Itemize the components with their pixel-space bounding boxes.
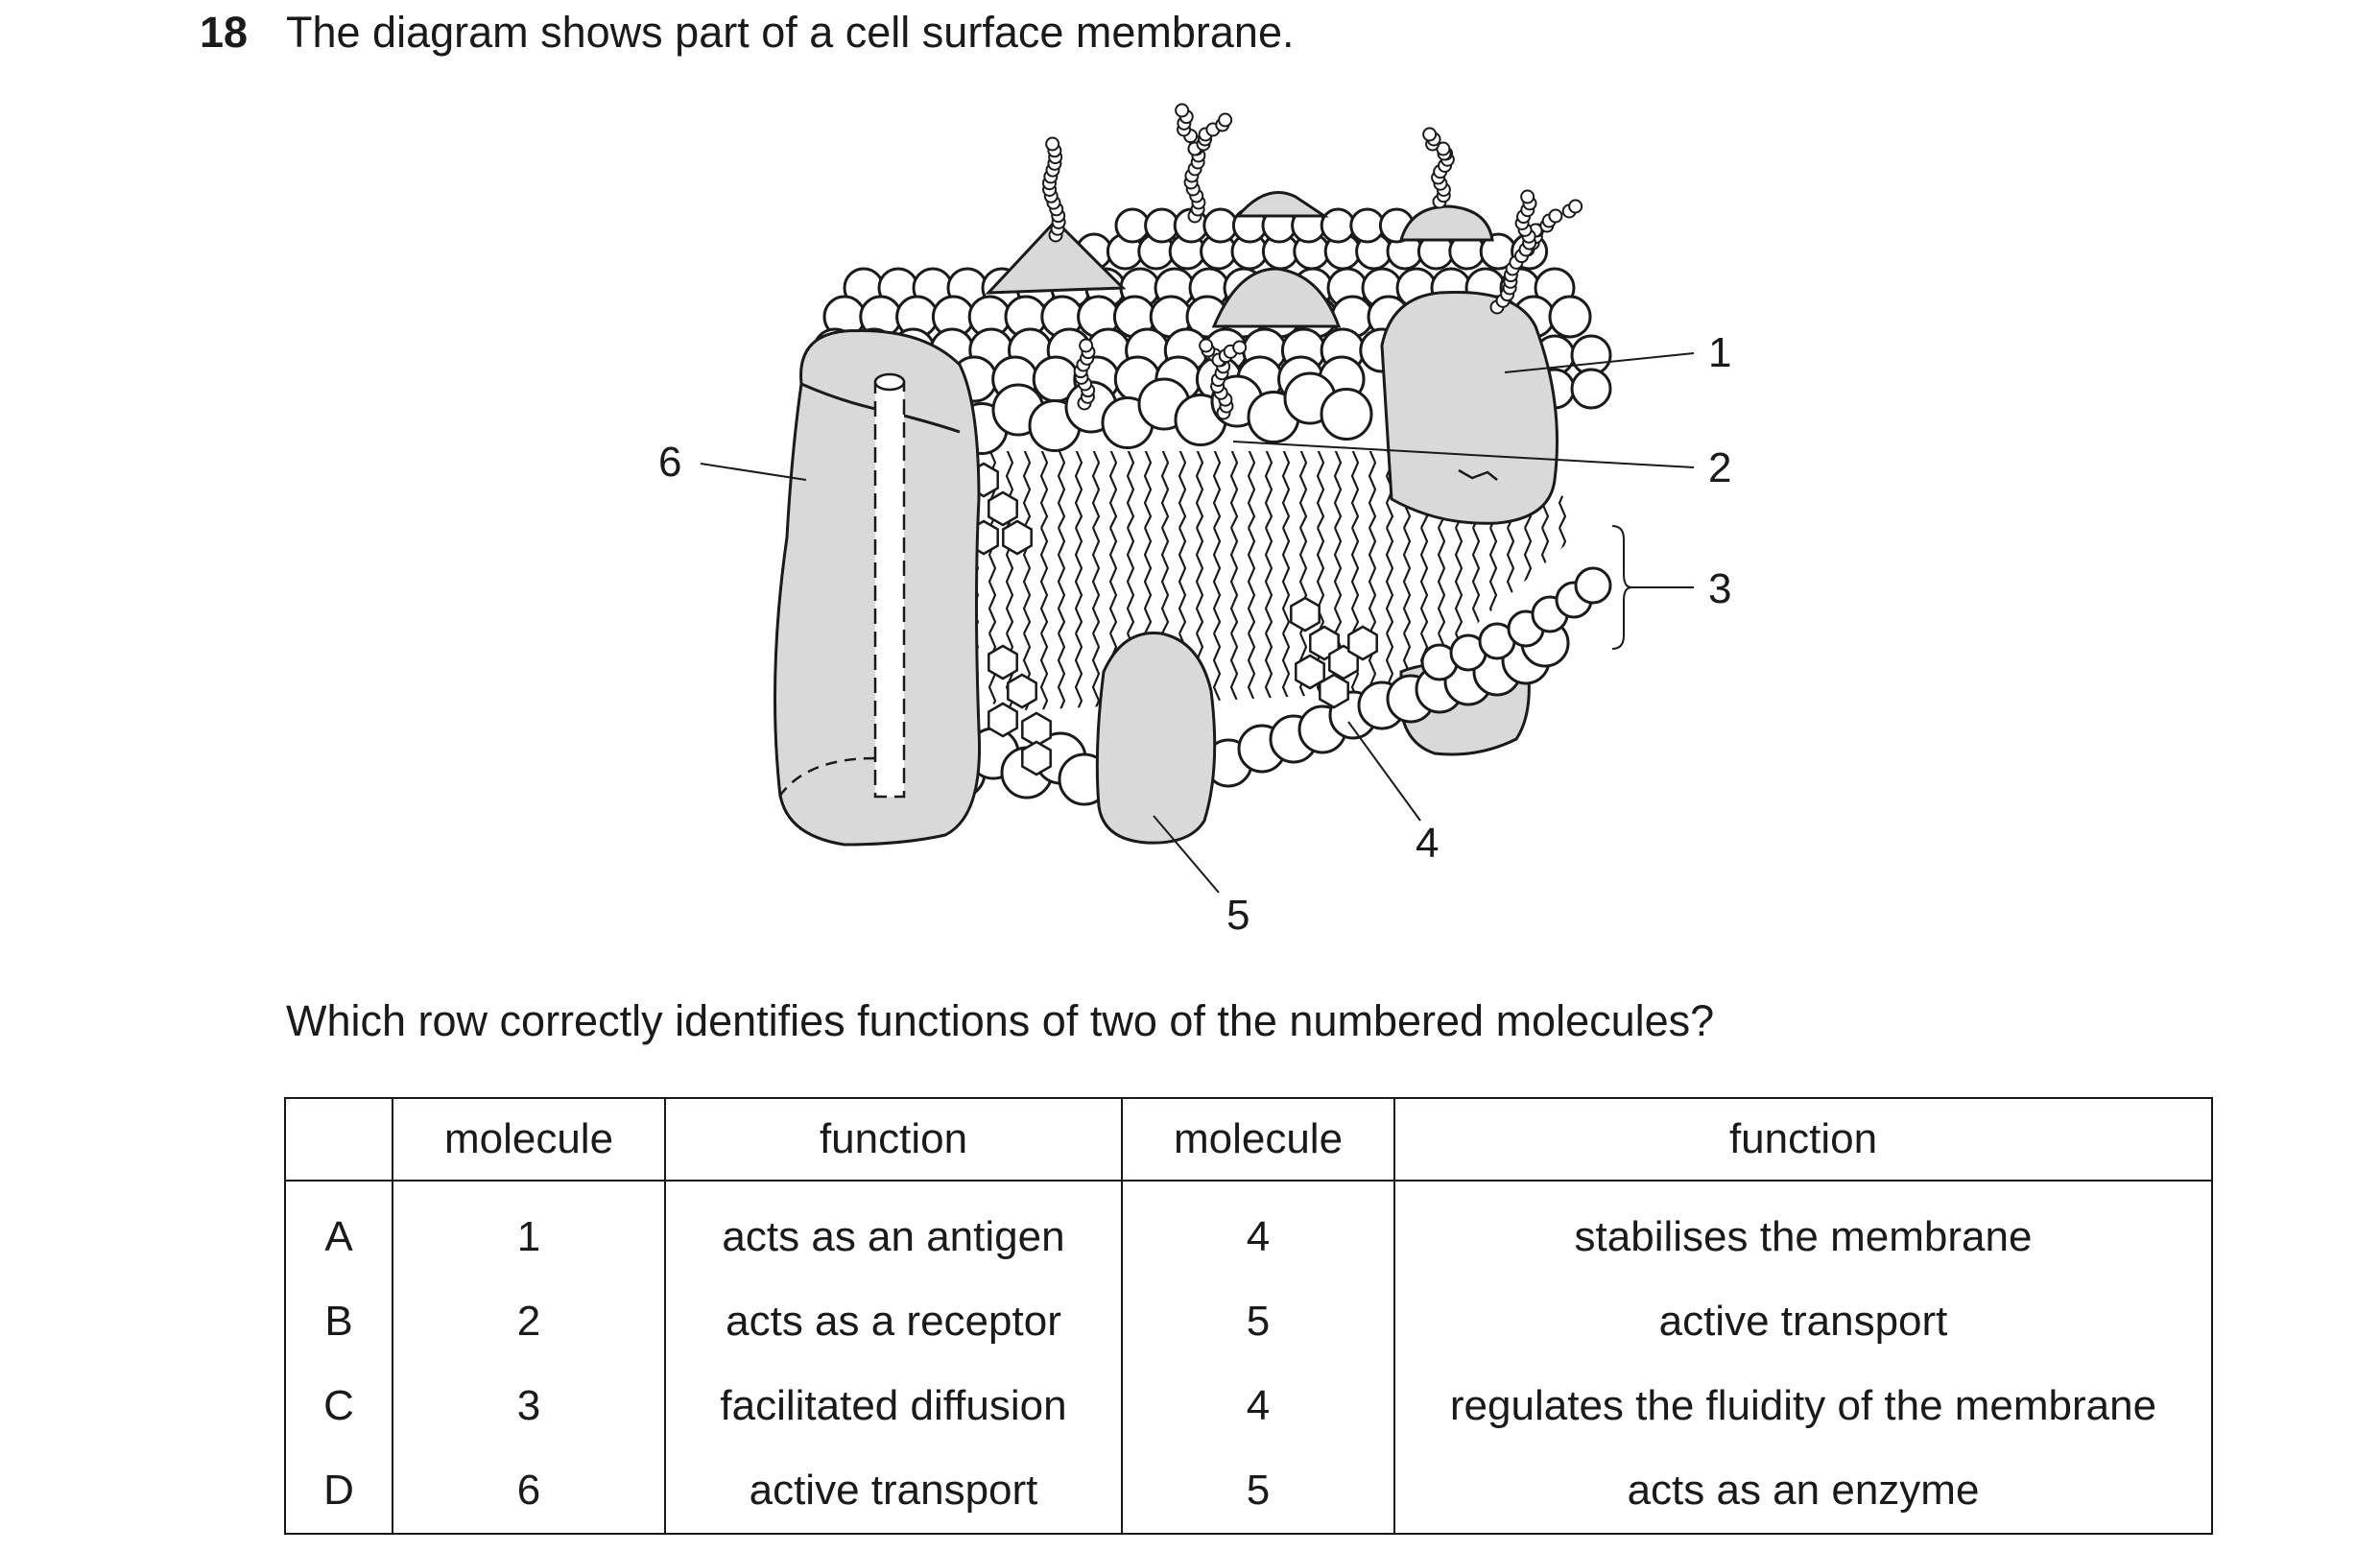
membrane-diagram: 1 2 3 4 5 6	[658, 103, 1731, 939]
channel-protein-6	[774, 328, 982, 847]
cholesterol-ring	[988, 702, 1018, 738]
carbohydrate-chain	[1232, 340, 1248, 355]
cholesterol-ring	[1002, 519, 1033, 556]
carbohydrate-chain	[1520, 189, 1535, 204]
cholesterol-ring	[1309, 625, 1340, 661]
glycolipid-chains	[1042, 103, 1583, 420]
option-label: D	[284, 1448, 393, 1534]
answer-table: molecule function molecule function A 1 …	[284, 1097, 2213, 1535]
glycoprotein-back-mid	[1234, 191, 1329, 218]
phospholipid-head	[1320, 388, 1373, 441]
header-molecule-2: molecule	[1121, 1098, 1395, 1182]
table-row: A 1 acts as an antigen 4 stabilises the …	[284, 1181, 2213, 1279]
molecule-1-cell: 6	[392, 1448, 666, 1534]
protein-1	[1380, 290, 1559, 525]
phospholipid-head	[1144, 207, 1180, 244]
carbohydrate-chain	[1175, 103, 1190, 118]
molecule-2-cell: 5	[1121, 1448, 1395, 1534]
question-number: 18	[200, 8, 249, 57]
carbohydrate-chain	[1218, 112, 1233, 128]
carbohydrate-chain	[1548, 208, 1563, 224]
header-function-2: function	[1393, 1098, 2213, 1182]
function-2-cell: stabilises the membrane	[1393, 1181, 2213, 1279]
function-1-cell: facilitated diffusion	[664, 1364, 1123, 1448]
cholesterol-ring	[1319, 673, 1349, 709]
header-option	[284, 1098, 393, 1182]
glycoprotein-back-right	[1399, 204, 1494, 242]
phospholipid-head	[1202, 207, 1239, 244]
header-molecule-1: molecule	[392, 1098, 666, 1182]
carbohydrate-chain	[1199, 338, 1214, 353]
cholesterol-ring	[1007, 673, 1037, 709]
function-2-cell: regulates the fluidity of the membrane	[1393, 1364, 2213, 1448]
molecule-1-cell: 1	[392, 1181, 666, 1279]
option-label: A	[284, 1181, 393, 1279]
label-4: 4	[1416, 820, 1439, 867]
protein-5	[1095, 632, 1217, 845]
table-row: C 3 facilitated diffusion 4 regulates th…	[284, 1364, 2213, 1448]
protein-mid-top	[1211, 267, 1342, 328]
cholesterol-ring	[988, 490, 1018, 527]
cholesterol-ring	[988, 644, 1018, 680]
option-label: B	[284, 1279, 393, 1364]
question-prompt: Which row correctly identifies functions…	[286, 996, 1715, 1045]
cholesterol-molecules	[968, 462, 1378, 776]
header-function-1: function	[664, 1098, 1123, 1182]
cholesterol-ring	[1021, 740, 1052, 776]
label-1: 1	[1708, 329, 1731, 376]
phospholipid-head	[1349, 207, 1386, 244]
phospholipid-head	[1320, 207, 1356, 244]
molecule-1-cell: 2	[392, 1279, 666, 1364]
hydrophobic-tail-region	[926, 451, 1574, 710]
carbohydrate-chain	[1422, 127, 1438, 142]
molecule-2-cell: 4	[1121, 1364, 1395, 1448]
label-5: 5	[1226, 892, 1250, 939]
phospholipid-head	[1574, 566, 1612, 605]
question-heading: 18 The diagram shows part of a cell surfa…	[200, 6, 1294, 60]
phospholipid-head	[1548, 295, 1592, 339]
label-2: 2	[1708, 444, 1731, 491]
table-row: B 2 acts as a receptor 5 active transpor…	[284, 1279, 2213, 1364]
function-1-cell: active transport	[664, 1448, 1123, 1534]
phospholipid-head	[1570, 368, 1612, 410]
label-3: 3	[1708, 565, 1731, 612]
molecule-1-cell: 3	[392, 1364, 666, 1448]
diagram-labels: 1 2 3 4 5 6	[658, 329, 1731, 939]
label-6: 6	[658, 439, 681, 486]
molecule-2-cell: 4	[1121, 1181, 1395, 1279]
label-lines	[700, 352, 1695, 894]
cholesterol-ring	[1347, 625, 1378, 661]
function-1-cell: acts as an antigen	[664, 1181, 1123, 1279]
function-2-cell: acts as an enzyme	[1393, 1448, 2213, 1534]
cholesterol-ring	[1290, 596, 1321, 633]
function-2-cell: active transport	[1393, 1279, 2213, 1364]
molecule-2-cell: 5	[1121, 1279, 1395, 1364]
carbohydrate-chain	[1045, 136, 1060, 152]
phospholipid-head	[1114, 207, 1151, 244]
glycoprotein-back-left	[985, 218, 1127, 295]
carbohydrate-chain	[1079, 338, 1094, 353]
table-header-row: molecule function molecule function	[284, 1098, 2213, 1182]
option-label: C	[284, 1364, 393, 1448]
carbohydrate-chain	[1568, 199, 1583, 214]
question-stem: The diagram shows part of a cell surface…	[286, 8, 1295, 57]
function-1-cell: acts as a receptor	[664, 1279, 1123, 1364]
table-row: D 6 active transport 5 acts as an enzyme	[284, 1448, 2213, 1534]
cholesterol-ring	[1295, 654, 1325, 690]
